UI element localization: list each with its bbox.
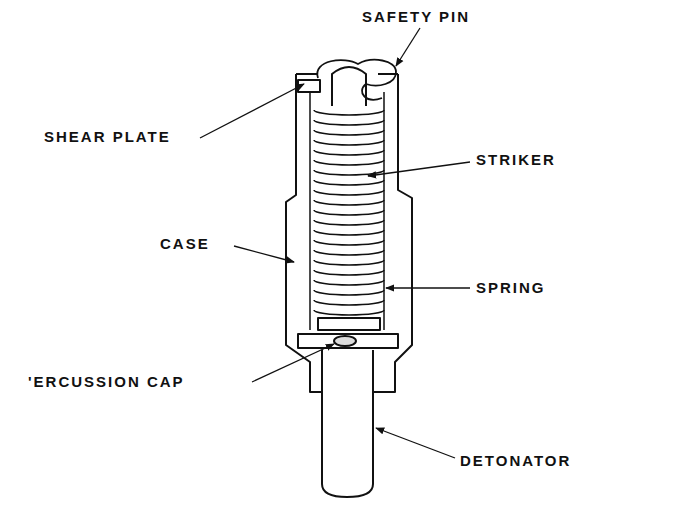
part-label: 'ERCUSSION CAP — [28, 373, 185, 390]
safety-pin — [317, 60, 396, 100]
striker — [332, 67, 366, 106]
leader-line — [396, 28, 420, 66]
leader-line — [200, 84, 304, 138]
case-bore — [310, 92, 384, 330]
leader-line — [376, 428, 455, 458]
spring-coils — [314, 110, 384, 315]
part-label: SHEAR PLATE — [44, 128, 171, 145]
part-label: STRIKER — [476, 151, 556, 168]
part-label: DETONATOR — [460, 452, 571, 469]
leader-line — [386, 287, 470, 288]
cap-seat — [298, 334, 398, 348]
percussion-cap — [334, 336, 356, 346]
leader-line — [234, 246, 294, 262]
part-label: SAFETY PIN — [362, 8, 470, 25]
part-label: CASE — [160, 235, 210, 252]
leader-line — [368, 162, 470, 176]
part-label: SPRING — [476, 279, 546, 296]
detonator-tube — [322, 350, 373, 497]
leader-line — [252, 344, 334, 382]
striker-head — [318, 318, 380, 330]
